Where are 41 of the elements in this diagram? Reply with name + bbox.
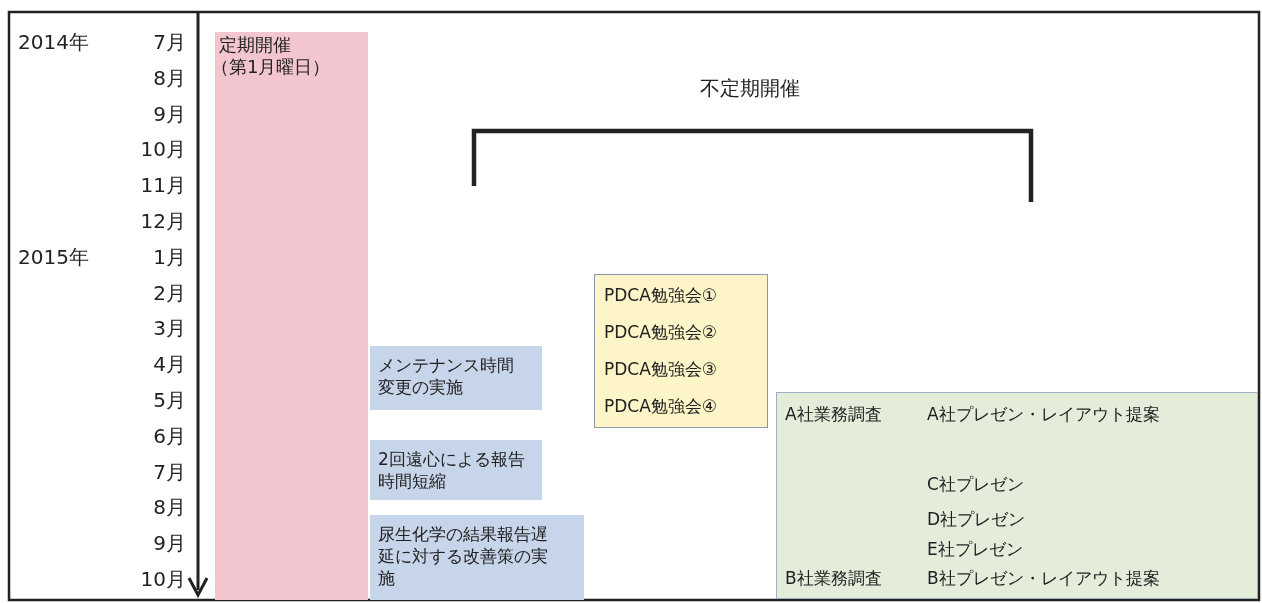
- task-label: B社プレゼン・レイアウト提案: [927, 567, 1160, 589]
- month-label: 11月: [140, 173, 186, 198]
- regular-meeting-band: [215, 32, 368, 600]
- session-label: PDCA勉強会②: [604, 321, 718, 343]
- month-label: 1月: [153, 244, 186, 269]
- month-label: 8月: [153, 495, 186, 520]
- month-label: 10月: [140, 567, 186, 591]
- month-label: 10月: [140, 137, 186, 162]
- month-label: 7月: [153, 30, 186, 54]
- task-label: D社プレゼン: [927, 508, 1026, 530]
- month-label: 12月: [140, 209, 186, 233]
- month-label: 2月: [153, 280, 186, 305]
- task-label: B社業務調査: [785, 567, 882, 589]
- bracket-label: 不定期開催: [700, 76, 800, 100]
- improvement-box: [370, 440, 542, 500]
- company-task-box: [776, 392, 1258, 599]
- year-label: 2015年: [18, 244, 89, 269]
- month-label: 4月: [153, 352, 186, 377]
- month-label: 5月: [153, 388, 186, 412]
- band-title: 定期開催: [219, 34, 291, 56]
- improvement-text: 2回遠心による報告時間短縮: [378, 448, 526, 492]
- study-session-box: [594, 274, 768, 428]
- month-label: 3月: [153, 316, 186, 341]
- improvement-text: メンテナンス時間変更の実施: [378, 354, 515, 398]
- improvement-text: 尿生化学の結果報告遅延に対する改善策の実施: [378, 523, 549, 589]
- month-label: 6月: [153, 423, 186, 448]
- session-label: PDCA勉強会①: [604, 284, 718, 306]
- year-label: 2014年: [18, 30, 89, 54]
- task-label: A社プレゼン・レイアウト提案: [927, 403, 1160, 425]
- band-subtitle: （第1月曜日）: [211, 56, 331, 78]
- month-label: 8月: [153, 65, 186, 90]
- session-label: PDCA勉強会③: [604, 358, 718, 380]
- month-label: 9月: [153, 531, 186, 556]
- month-label: 9月: [153, 101, 186, 126]
- task-label: E社プレゼン: [927, 538, 1023, 560]
- session-label: PDCA勉強会④: [604, 395, 718, 417]
- task-label: A社業務調査: [785, 403, 882, 425]
- month-label: 7月: [153, 459, 186, 484]
- task-label: C社プレゼン: [927, 473, 1024, 495]
- improvement-box: [370, 515, 584, 600]
- improvement-box: [370, 346, 542, 410]
